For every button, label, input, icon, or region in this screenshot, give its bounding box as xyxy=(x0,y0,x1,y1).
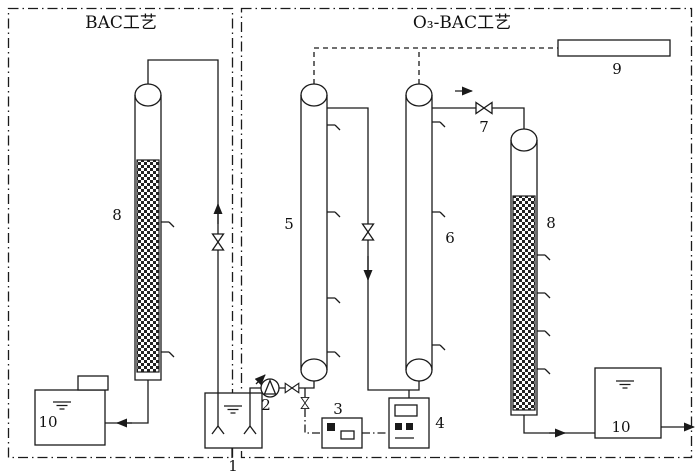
sampling-port-symbol xyxy=(326,297,341,304)
button-icon xyxy=(395,423,402,430)
indicator-icon xyxy=(327,423,335,431)
sampling-port-symbol xyxy=(536,292,551,299)
raw-water-tank: 1 xyxy=(204,392,263,475)
control-instrument-label: 4 xyxy=(435,414,445,432)
pump-label: 2 xyxy=(261,396,271,414)
effluent-tank-right-label: 10 xyxy=(611,418,630,436)
valve-symbol xyxy=(284,382,300,394)
effluent-tank-left-label: 10 xyxy=(38,413,57,431)
ozone-column-2-body xyxy=(405,95,433,370)
bac-column-right-label: 8 xyxy=(546,214,556,232)
sampling-port-symbol xyxy=(326,211,341,218)
bac-panel-title: BAC工艺 xyxy=(85,13,157,33)
column-bottom-cap xyxy=(300,358,328,382)
sampling-port-symbol xyxy=(160,351,175,358)
button-icon xyxy=(406,423,413,430)
carbon-bed xyxy=(136,159,160,373)
outlet-pipe xyxy=(105,380,149,424)
pump-impeller-symbol xyxy=(263,378,277,395)
column-cap xyxy=(405,83,433,107)
valve-symbol xyxy=(300,396,310,410)
offgas-line xyxy=(313,47,558,84)
sampling-port-symbol xyxy=(536,368,551,375)
sampling-port-symbol xyxy=(326,351,341,358)
sampling-port-symbol xyxy=(431,121,446,128)
sampling-port-symbol xyxy=(536,254,551,261)
sampling-port-symbol xyxy=(160,221,175,228)
ozone-contact-section: 5 6 7 9 xyxy=(284,39,671,391)
display-icon xyxy=(340,430,355,440)
valve-7-label: 7 xyxy=(479,118,489,136)
instrument-section: 3 4 xyxy=(321,390,445,449)
offgas-unit xyxy=(557,39,671,57)
ozone-column-1-label: 5 xyxy=(284,215,294,233)
ozone-column-2-label: 6 xyxy=(445,229,455,247)
suction-pipe xyxy=(249,387,261,426)
outlet-pipe xyxy=(523,415,595,434)
effluent-tank-right xyxy=(594,367,662,439)
bac-process: 10 8 xyxy=(34,59,225,446)
valve-symbol xyxy=(361,223,375,241)
feed-pump-branch: 2 xyxy=(243,374,322,435)
column-cap xyxy=(300,83,328,107)
diffuser-symbol xyxy=(243,425,257,435)
pump-flow-arrow xyxy=(254,374,266,386)
sampling-port-symbol xyxy=(326,124,341,131)
signal-line xyxy=(304,409,322,434)
carbon-bed xyxy=(512,195,536,411)
valve-7-symbol xyxy=(475,101,493,115)
raw-water-tank-label: 1 xyxy=(228,457,238,475)
effluent-tank-left xyxy=(34,389,106,446)
transfer-pipe xyxy=(327,107,420,391)
o3-bac-panel-title: O₃-BAC工艺 xyxy=(413,13,511,33)
o3-bac-filter-section: 10 8 xyxy=(510,128,695,439)
raw-water-tank-body xyxy=(204,392,263,449)
column-cap xyxy=(510,128,538,152)
ozone-column-1-body xyxy=(300,95,328,370)
sampling-port-symbol xyxy=(536,330,551,337)
display-icon xyxy=(394,404,418,417)
sampling-port-symbol xyxy=(431,344,446,351)
diffuser-symbol xyxy=(211,425,225,435)
column-top-outlet-pipe xyxy=(432,107,525,129)
offgas-unit-label: 9 xyxy=(612,60,622,78)
column-bottom-cap xyxy=(405,358,433,382)
bac-column-left-label: 8 xyxy=(112,206,122,224)
valve-symbol xyxy=(211,233,225,251)
ozone-generator-label: 3 xyxy=(333,400,343,418)
overflow-box xyxy=(77,375,109,391)
ozone-generator xyxy=(321,417,363,449)
bac-panel-border xyxy=(7,7,234,459)
column-cap xyxy=(134,83,162,107)
sampling-port-symbol xyxy=(431,211,446,218)
